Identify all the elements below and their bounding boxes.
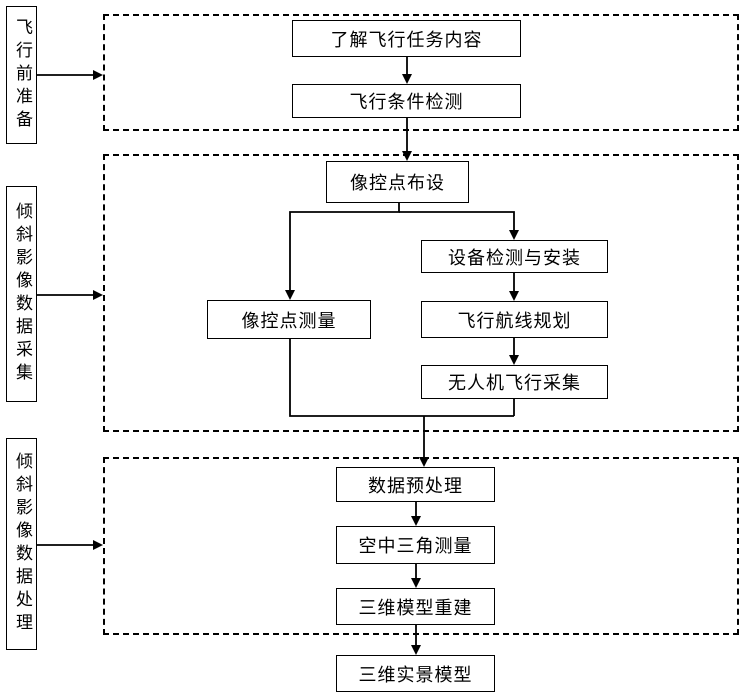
- step-final-model: 三维实景模型: [336, 655, 495, 692]
- label-image-processing: 倾斜影像数据处理: [6, 438, 37, 650]
- label-image-processing-text: 倾斜影像数据处理: [12, 452, 32, 636]
- label-flight-preparation-text: 飞行前准备: [12, 17, 32, 133]
- step-aerotriangulation-text: 空中三角测量: [358, 536, 473, 557]
- step-control-point-layout-text: 像控点布设: [350, 173, 445, 194]
- step-preprocess: 数据预处理: [336, 467, 495, 502]
- step-device-install-text: 设备检测与安装: [448, 247, 581, 269]
- step-understand-task: 了解飞行任务内容: [292, 20, 521, 57]
- step-model-rebuild: 三维模型重建: [336, 588, 495, 625]
- step-understand-task-text: 了解飞行任务内容: [330, 29, 483, 51]
- line-measure-merge: [289, 339, 424, 417]
- stage-image-acquisition: [103, 154, 739, 432]
- step-model-rebuild-text: 三维模型重建: [358, 597, 473, 619]
- label-image-acquisition: 倾斜影像数据采集: [6, 186, 37, 402]
- step-route-plan-text: 飞行航线规划: [457, 310, 572, 332]
- step-uav-collect: 无人机飞行采集: [421, 365, 608, 399]
- step-uav-collect-text: 无人机飞行采集: [448, 373, 581, 394]
- label-flight-preparation: 飞行前准备: [6, 6, 37, 144]
- step-device-install: 设备检测与安装: [421, 240, 608, 273]
- label-image-acquisition-text: 倾斜影像数据采集: [12, 202, 32, 386]
- step-final-model-text: 三维实景模型: [358, 664, 473, 686]
- step-condition-check: 飞行条件检测: [292, 84, 521, 118]
- arrow-layout-to-install: [399, 211, 519, 240]
- stage-flight-preparation: [103, 14, 739, 131]
- step-aerotriangulation: 空中三角测量: [336, 526, 495, 564]
- step-control-point-measure-text: 像控点测量: [241, 310, 337, 332]
- step-condition-check-text: 飞行条件检测: [349, 92, 464, 113]
- step-control-point-measure: 像控点测量: [207, 300, 371, 339]
- step-control-point-layout: 像控点布设: [326, 161, 469, 203]
- step-preprocess-text: 数据预处理: [368, 475, 463, 497]
- arrow-layout-to-measure: [285, 203, 400, 300]
- step-route-plan: 飞行航线规划: [421, 301, 608, 338]
